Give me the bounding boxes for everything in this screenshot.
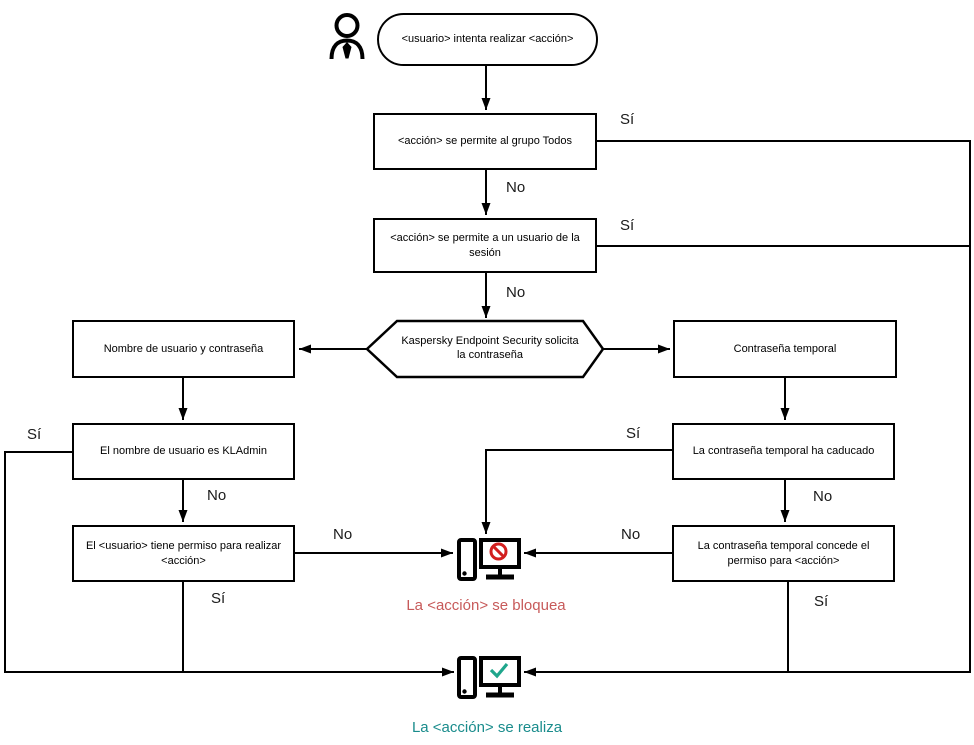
blocked-caption: La <acción> se bloquea [406, 597, 566, 614]
node-temp-password: Contraseña temporal [673, 320, 897, 378]
person-icon [329, 13, 365, 60]
hexagon-shape [365, 319, 605, 379]
node-allow-group-label: <acción> se permite al grupo Todos [397, 135, 573, 148]
edge-allow-group-yes: Sí [620, 111, 635, 128]
allowed-computer-icon [457, 656, 521, 699]
edge-temp-expired-no: No [813, 488, 833, 505]
check-icon [489, 662, 509, 679]
node-user-has-permission: El <usuario> tiene permiso para realizar… [72, 525, 295, 582]
node-temp-grants-permission: La contraseña temporal concede el permis… [672, 525, 895, 582]
edge-allow-session-no: No [506, 284, 526, 301]
node-is-kladmin-label: El nombre de usuario es KLAdmin [100, 445, 267, 458]
blocked-computer-icon [457, 538, 521, 581]
node-user-has-permission-label: El <usuario> tiene permiso para realizar… [85, 540, 282, 567]
edge-permission-yes: Sí [211, 590, 226, 607]
node-request-password: Kaspersky Endpoint Security solicita la … [372, 319, 608, 377]
edge-temp-expired-yes: Sí [626, 425, 641, 442]
node-allow-group: <acción> se permite al grupo Todos [373, 113, 597, 170]
prohibition-icon [489, 542, 508, 561]
node-username-password: Nombre de usuario y contraseña [72, 320, 295, 378]
edge-temp-grants-no: No [621, 526, 641, 543]
edge-temp-grants-yes: Sí [814, 593, 829, 610]
node-temp-expired: La contraseña temporal ha caducado [672, 423, 895, 480]
edge-permission-no: No [333, 526, 353, 543]
node-username-password-label: Nombre de usuario y contraseña [103, 342, 264, 355]
node-temp-expired-label: La contraseña temporal ha caducado [692, 445, 875, 458]
node-allow-session-user: <acción> se permite a un usuario de la s… [373, 218, 597, 273]
node-is-kladmin: El nombre de usuario es KLAdmin [72, 423, 295, 480]
performed-caption: La <acción> se realiza [412, 719, 563, 736]
node-temp-password-label: Contraseña temporal [733, 342, 837, 355]
node-request-password-label: Kaspersky Endpoint Security solicita la … [401, 334, 579, 361]
edge-kladmin-yes: Sí [27, 426, 42, 443]
edge-allow-group-no: No [506, 179, 526, 196]
connectors [4, 66, 971, 677]
edge-kladmin-no: No [207, 487, 227, 504]
node-temp-grants-permission-label: La contraseña temporal concede el permis… [697, 540, 870, 567]
node-allow-session-user-label: <acción> se permite a un usuario de la s… [390, 232, 580, 259]
edge-allow-session-yes: Sí [620, 217, 635, 234]
node-start: <usuario> intenta realizar <acción> [377, 13, 598, 66]
node-start-label: <usuario> intenta realizar <acción> [401, 33, 574, 46]
